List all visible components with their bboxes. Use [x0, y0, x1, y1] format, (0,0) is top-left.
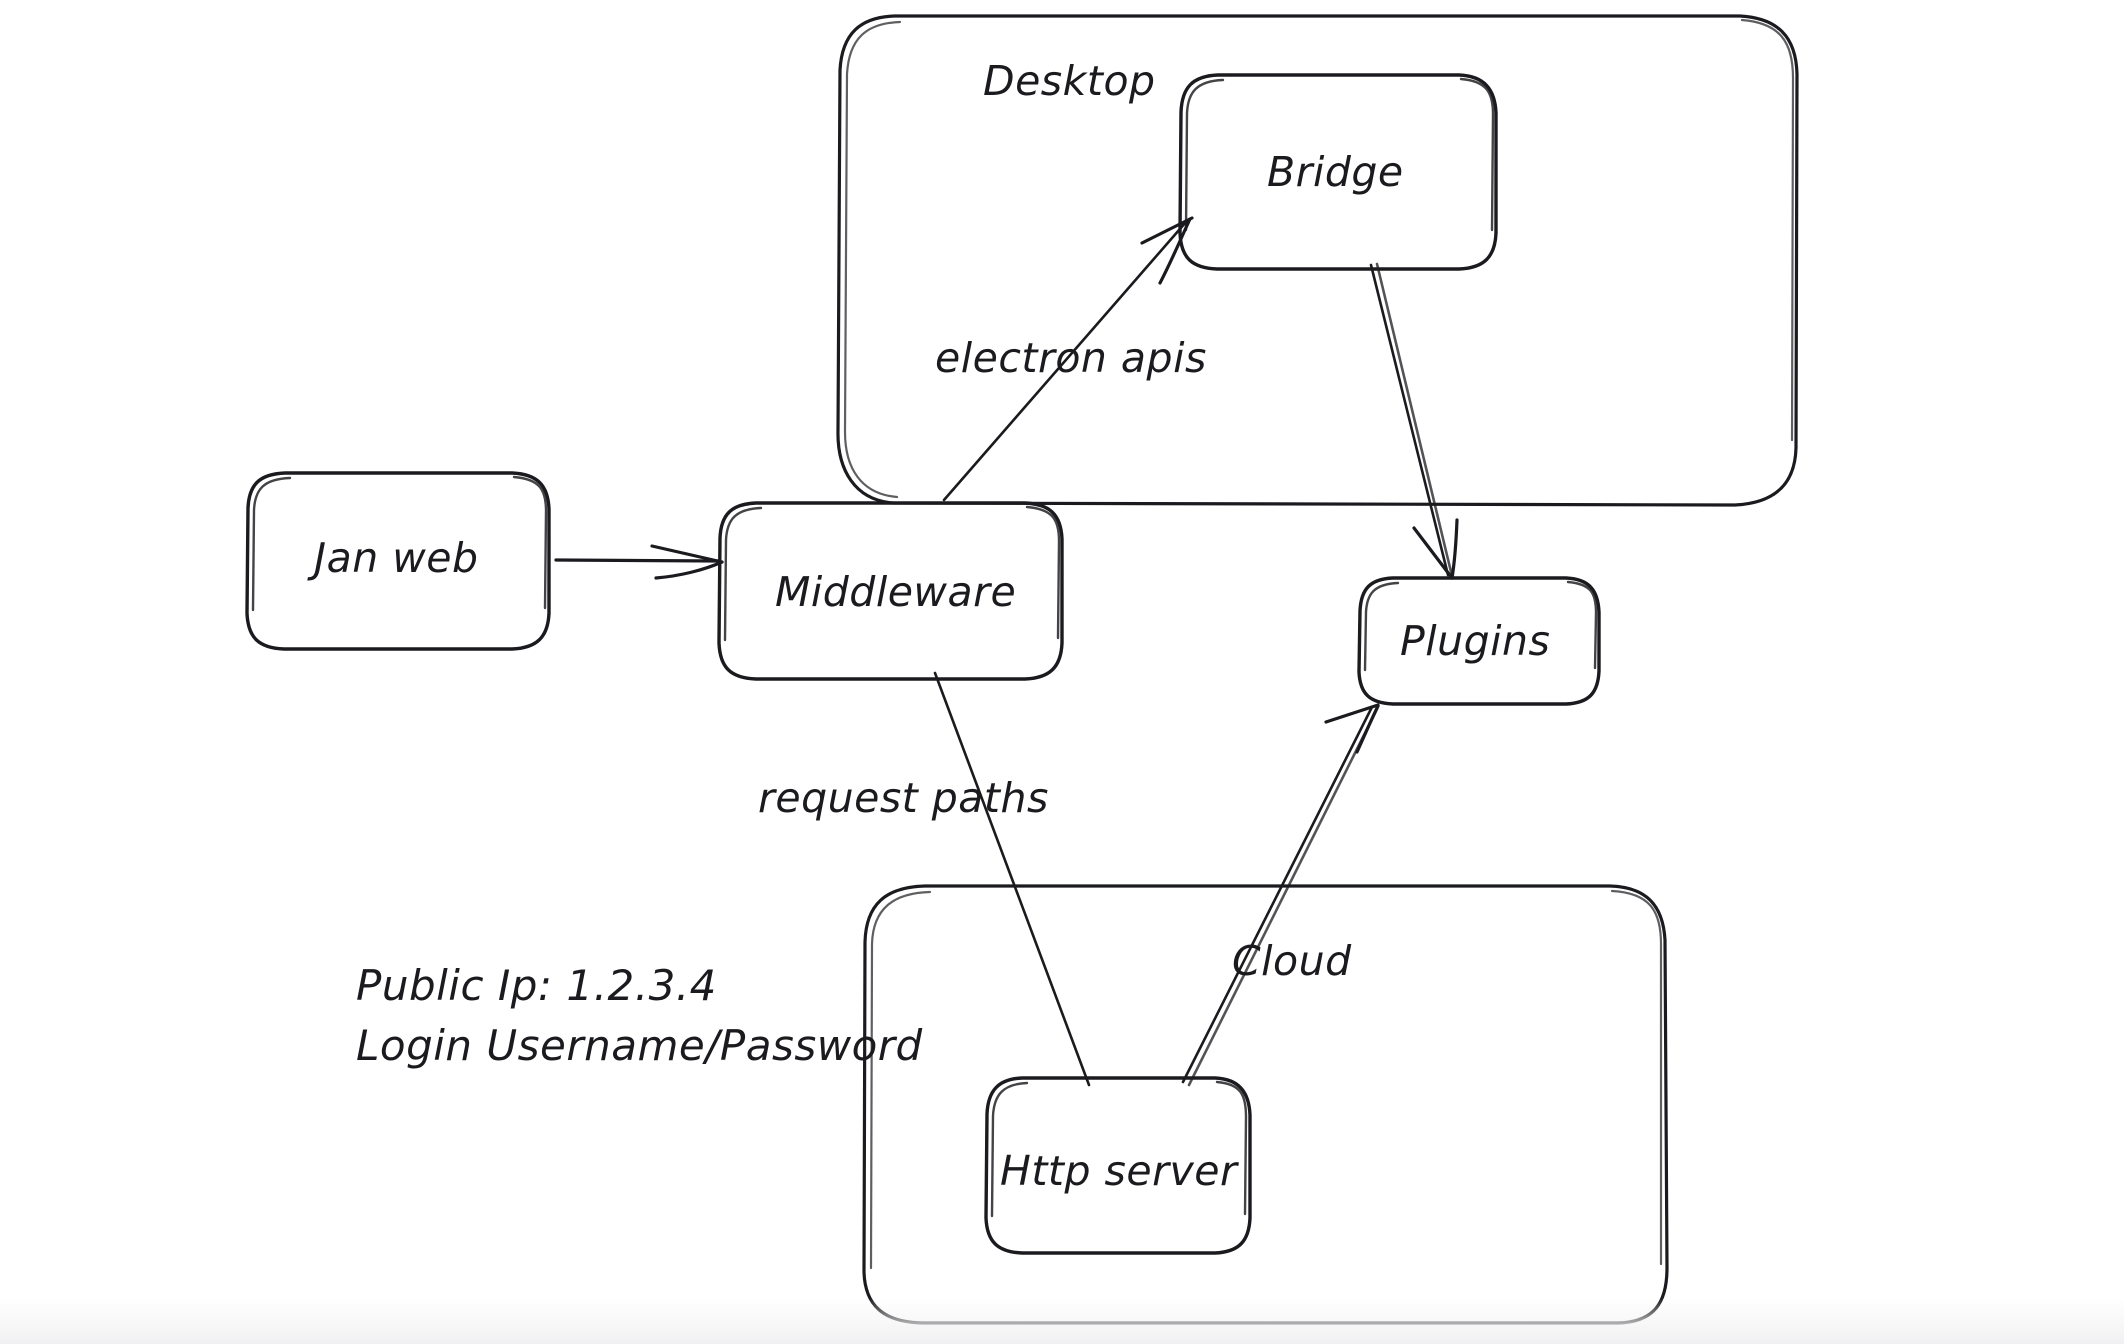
edge-middleware-to-bridge[interactable]: electron apis: [935, 216, 1207, 502]
node-plugins-label: Plugins: [1400, 617, 1550, 665]
edge-label-request-paths: request paths: [758, 774, 1049, 822]
container-cloud[interactable]: Cloud: [862, 884, 1669, 1325]
node-plugins[interactable]: Plugins: [1357, 576, 1601, 706]
node-http-server-label: Http server: [1000, 1147, 1239, 1195]
node-middleware[interactable]: Middleware: [717, 501, 1064, 681]
node-middleware-label: Middleware: [775, 568, 1016, 616]
note-public-ip-line: Public Ip: 1.2.3.4: [356, 961, 717, 1010]
note-public-ip: Public Ip: 1.2.3.4 Login Username/Passwo…: [356, 961, 923, 1070]
note-login-line: Login Username/Password: [356, 1021, 923, 1070]
container-desktop[interactable]: Desktop: [836, 14, 1799, 507]
node-bridge[interactable]: Bridge: [1178, 73, 1498, 271]
edge-middleware-to-http-server[interactable]: request paths: [758, 671, 1091, 1087]
edge-http-server-to-plugins[interactable]: [1181, 703, 1380, 1087]
node-http-server[interactable]: Http server: [984, 1076, 1252, 1255]
edge-label-electron-apis: electron apis: [935, 334, 1207, 382]
edge-bridge-to-plugins[interactable]: [1369, 262, 1459, 580]
node-bridge-label: Bridge: [1267, 148, 1404, 196]
edge-jan-web-to-middleware[interactable]: [554, 544, 724, 580]
node-jan-web-label: Jan web: [307, 534, 479, 582]
node-jan-web[interactable]: Jan web: [245, 471, 551, 651]
container-desktop-label: Desktop: [983, 57, 1156, 105]
